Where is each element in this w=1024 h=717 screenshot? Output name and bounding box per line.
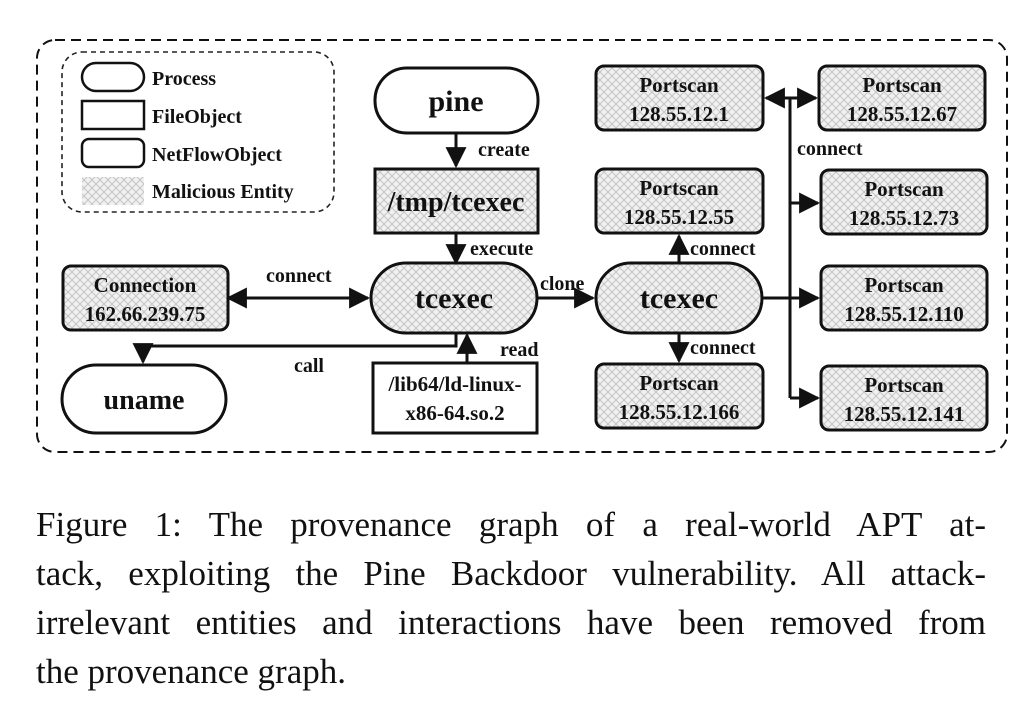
node-tcexec-main-label: tcexec: [415, 282, 493, 315]
node-uname-label: uname: [104, 385, 185, 416]
node-portscan-141-ip: 128.55.12.141: [844, 402, 965, 426]
node-tcexec-main: [369, 261, 539, 335]
edge-label-read: read: [500, 339, 539, 361]
legend-malicious-entity-swatch: [82, 177, 144, 205]
node-portscan-141: [819, 364, 989, 432]
edge-label-connect-166: connect: [690, 337, 756, 359]
node-portscan-73-ip: 128.55.12.73: [849, 206, 959, 230]
node-portscan-67-ip: 128.55.12.67: [847, 102, 957, 126]
edge-tcexec-call-uname: [132, 333, 458, 365]
node-portscan-141-label: Portscan: [864, 373, 944, 397]
node-connection-ip: 162.66.239.75: [85, 302, 206, 326]
edges: [132, 87, 821, 409]
caption-line-1: Figure 1: The provenance graph of a real…: [36, 505, 986, 544]
node-portscan-166: [594, 362, 765, 430]
node-portscan-110: [819, 264, 989, 332]
legend-process-label: Process: [152, 68, 216, 90]
node-tcexec-clone: [594, 261, 764, 335]
edge-label-clone: clone: [540, 273, 585, 295]
figure-caption: Figure 1: The provenance graph of a real…: [36, 500, 986, 696]
node-pine-label: pine: [428, 85, 483, 118]
node-portscan-166-label: Portscan: [639, 371, 719, 395]
legend-malicious-entity-label: Malicious Entity: [152, 181, 294, 203]
node-tmp-tcexec-label: /tmp/tcexec: [387, 187, 525, 218]
node-portscan-73-label: Portscan: [864, 177, 944, 201]
legend: Process FileObject NetFlowObject Malicio…: [61, 51, 335, 213]
node-connection: [61, 264, 230, 332]
edge-label-connect-bus: connect: [797, 138, 863, 160]
legend-netflow-object-swatch: [80, 137, 146, 169]
node-connection-label: Connection: [94, 273, 197, 297]
node-portscan-67-label: Portscan: [862, 73, 942, 97]
edge-label-create: create: [478, 139, 530, 161]
legend-netflow-object-label: NetFlowObject: [152, 144, 282, 166]
node-portscan-110-ip: 128.55.12.110: [844, 302, 964, 326]
node-portscan-55-label: Portscan: [639, 176, 719, 200]
caption-line-3: irrelevant entities and interactions hav…: [36, 603, 986, 642]
edge-label-connect-55: connect: [690, 238, 756, 260]
node-portscan-110-label: Portscan: [864, 273, 944, 297]
node-portscan-1-ip: 128.55.12.1: [629, 102, 729, 126]
legend-process-swatch: [80, 61, 146, 93]
legend-file-object-label: FileObject: [152, 106, 242, 128]
edge-label-call: call: [294, 355, 324, 377]
node-lib64: [371, 361, 539, 435]
node-portscan-73: [819, 168, 989, 236]
caption-line-4: the provenance graph.: [36, 652, 346, 691]
edge-label-connect-connection: connect: [266, 265, 332, 287]
node-portscan-55-ip: 128.55.12.55: [624, 205, 734, 229]
edge-label-execute: execute: [470, 238, 533, 260]
node-tmp-tcexec: [373, 167, 540, 235]
node-portscan-55: [594, 167, 765, 235]
node-tcexec-clone-label: tcexec: [640, 282, 718, 315]
node-portscan-1-label: Portscan: [639, 73, 719, 97]
legend-file-object-swatch: [80, 99, 146, 131]
node-portscan-166-ip: 128.55.12.166: [619, 400, 740, 424]
node-portscan-1: [594, 64, 765, 132]
provenance-graph: Process FileObject NetFlowObject Malicio…: [36, 39, 1008, 453]
provenance-graph-svg: Process FileObject NetFlowObject Malicio…: [36, 39, 1008, 453]
outer-frame: [36, 39, 1008, 453]
caption-line-2: tack, exploiting the Pine Backdoor vulne…: [36, 554, 986, 593]
node-lib64-line1: /lib64/ld-linux-: [387, 372, 521, 396]
node-uname: [60, 363, 228, 435]
node-lib64-line2: x86-64.so.2: [405, 401, 504, 425]
node-portscan-67: [817, 64, 987, 132]
node-pine: [373, 66, 540, 135]
